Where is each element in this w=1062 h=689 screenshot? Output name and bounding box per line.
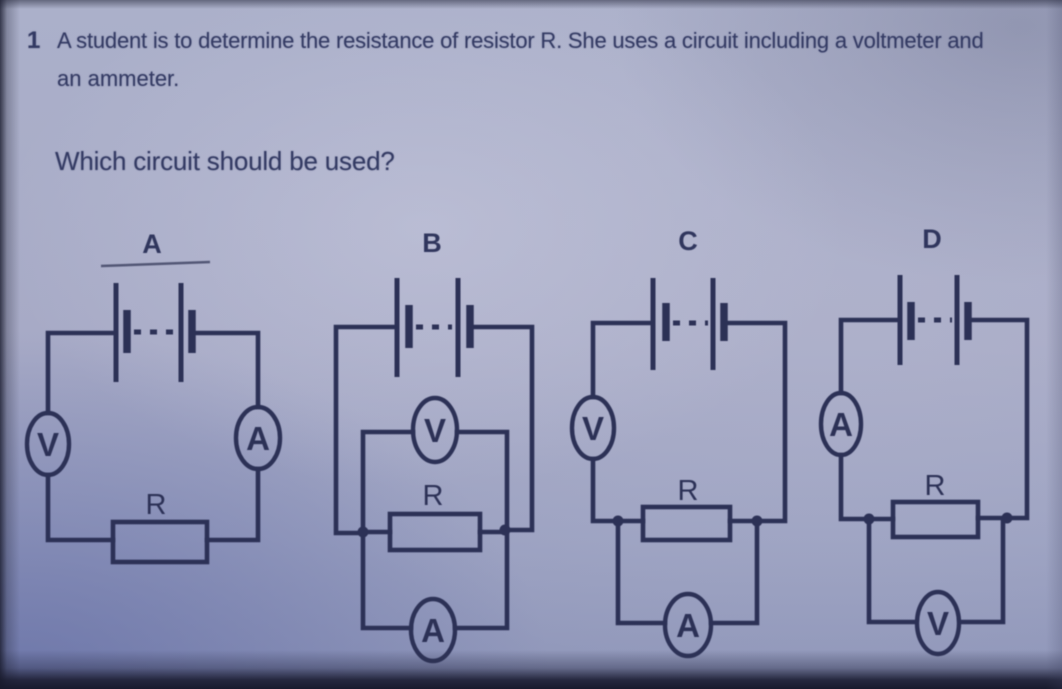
resistor-label: R: [925, 470, 946, 502]
junction-dot: [751, 515, 763, 527]
circuit-option-d: D A V R: [818, 224, 1030, 657]
option-c-label: C: [678, 226, 698, 256]
voltmeter-icon: V: [914, 589, 962, 657]
resistor-box: [640, 504, 733, 543]
ammeter-icon: A: [818, 390, 864, 458]
resistor: R: [387, 480, 483, 553]
junction-dot: [499, 524, 511, 536]
junction-dot: [863, 513, 875, 525]
option-a-label: A: [142, 229, 162, 259]
option-a-underline: [100, 260, 211, 268]
voltmeter-icon: V: [24, 410, 72, 478]
resistor: R: [110, 489, 210, 565]
resistor-label: R: [146, 489, 167, 521]
circuit-option-b: B V A R: [333, 228, 535, 664]
question-number: 1: [27, 27, 41, 54]
voltmeter-letter: V: [582, 410, 604, 447]
voltmeter-icon: V: [569, 394, 617, 462]
ammeter-letter: A: [246, 420, 270, 457]
junction-dot: [1001, 512, 1013, 524]
question-prompt: Which circuit should be used?: [55, 146, 395, 176]
junction-dot: [612, 515, 624, 527]
circuit-c-wires: [590, 320, 788, 626]
ammeter-letter: A: [421, 612, 445, 649]
voltmeter-letter: V: [424, 412, 446, 449]
ammeter-letter: A: [829, 406, 853, 443]
question-text-line2: an ammeter.: [57, 66, 180, 91]
resistor-label: R: [678, 475, 699, 507]
voltmeter-letter: V: [927, 605, 949, 642]
resistor-box: [110, 519, 210, 565]
circuit-b-wires: [333, 324, 535, 631]
resistor-label: R: [423, 480, 444, 512]
option-b-label: B: [422, 228, 442, 258]
option-d-label: D: [922, 224, 942, 254]
question-text-line1: A student is to determine the resistance…: [57, 28, 984, 53]
ammeter-icon: A: [233, 404, 283, 472]
ammeter-icon: A: [662, 591, 714, 659]
resistor: R: [890, 470, 981, 540]
resistor: R: [640, 475, 733, 543]
ammeter-icon: A: [408, 596, 458, 664]
battery-icon: [394, 278, 474, 377]
circuit-option-a: A V A: [24, 229, 283, 565]
ammeter-letter: A: [676, 607, 700, 644]
resistor-box: [890, 499, 981, 540]
circuit-option-c: C V A R: [569, 226, 788, 659]
resistor-box: [387, 511, 483, 553]
junction-dot: [357, 526, 369, 538]
voltmeter-icon: V: [410, 395, 460, 465]
battery-icon: [897, 275, 972, 365]
voltmeter-letter: V: [37, 426, 59, 463]
battery-icon: [113, 283, 196, 382]
battery-icon: [650, 278, 728, 370]
